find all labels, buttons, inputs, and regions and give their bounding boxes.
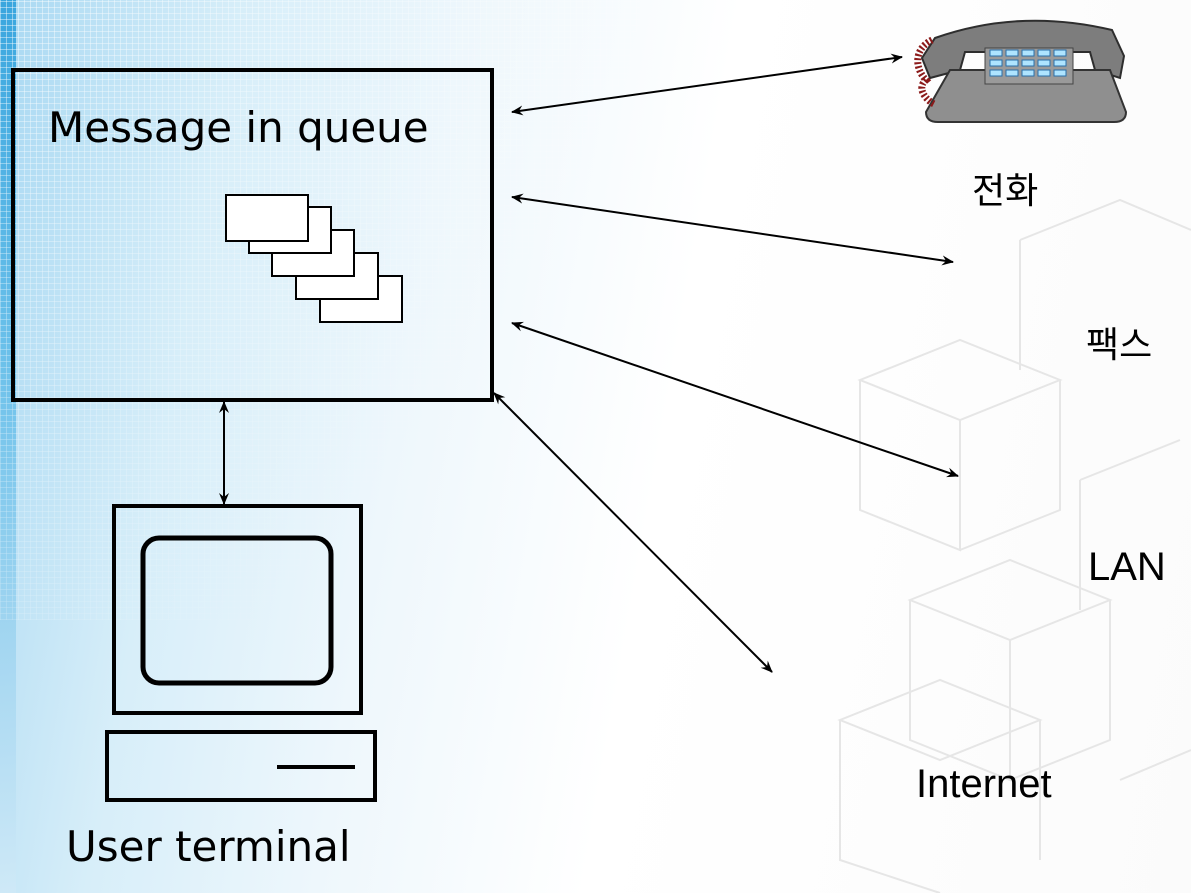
arrow-to-phone: [511, 53, 903, 116]
cpu-base: [105, 730, 377, 802]
telephone-icon: [914, 19, 1128, 123]
arrow-to-fax: [511, 193, 954, 266]
internet-label: Internet: [916, 762, 1052, 806]
monitor: [112, 504, 363, 715]
lan-label: LAN: [1088, 545, 1166, 589]
arrow-to-internet: [493, 392, 773, 673]
message-stack: [225, 194, 403, 323]
monitor-screen: [140, 535, 334, 686]
message-card: [225, 194, 309, 242]
fax-label: 팩스: [1086, 325, 1153, 366]
phone-label: 전화: [972, 171, 1039, 212]
computer-terminal-icon: [105, 504, 377, 802]
arrow-to-lan: [511, 321, 959, 478]
message-queue-box: [11, 68, 494, 402]
terminal-label: User terminal: [66, 822, 351, 871]
queue-label: Message in queue: [48, 103, 429, 152]
